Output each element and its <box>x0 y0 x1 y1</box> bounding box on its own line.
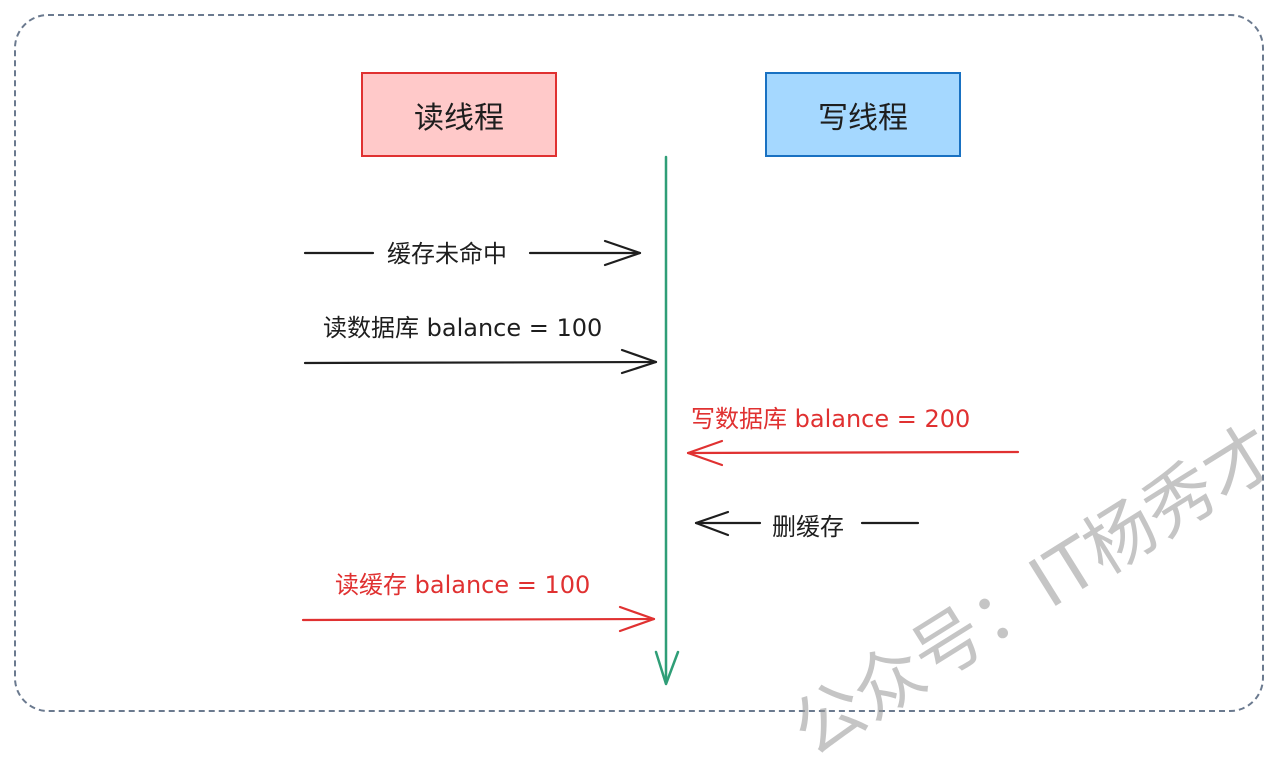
message-read-cache: 读缓存 balance = 100 <box>335 571 591 599</box>
arrow-read-db-head <box>620 348 658 375</box>
message-write-db: 写数据库 balance = 200 <box>691 405 971 433</box>
arrow-read-cache-head <box>618 605 656 633</box>
arrow-read-cache <box>301 617 656 622</box>
arrow-cache-miss-head <box>603 239 642 267</box>
message-delete-cache: 删缓存 <box>772 513 844 541</box>
arrow-write-db <box>686 450 1020 455</box>
message-cache-miss: 缓存未命中 <box>387 240 507 268</box>
write-thread-label: 写线程 <box>818 100 908 136</box>
arrows-layer <box>301 155 1020 686</box>
arrow-write-db-head <box>686 439 724 467</box>
write-thread-box: 写线程 <box>765 72 961 157</box>
read-thread-box: 读线程 <box>361 72 557 157</box>
read-thread-label: 读线程 <box>414 100 504 136</box>
message-read-db: 读数据库 balance = 100 <box>323 314 603 342</box>
arrow-delete-cache-head <box>694 510 730 537</box>
timeline-arrowhead <box>654 650 680 686</box>
arrow-read-db <box>303 360 658 365</box>
diagram-frame <box>14 14 1264 712</box>
